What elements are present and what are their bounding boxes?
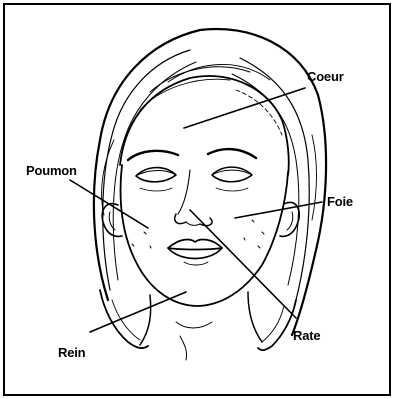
hair-strand [240, 58, 309, 300]
left-eye [136, 168, 176, 182]
hair-outline [94, 29, 326, 335]
label-rein: Rein [58, 345, 85, 360]
label-foie: Foie [327, 194, 353, 209]
neck [140, 295, 151, 345]
label-rate: Rate [293, 328, 320, 343]
leader-line-poumon [70, 180, 148, 228]
left-ear [102, 204, 122, 237]
label-poumon: Poumon [26, 163, 77, 178]
nose [178, 170, 190, 214]
mouth [168, 240, 222, 250]
leader-line-rein [90, 292, 186, 332]
right-eye [212, 167, 252, 182]
hair-strand [236, 90, 282, 135]
label-coeur: Coeur [307, 69, 344, 84]
leader-line-rate [190, 210, 296, 318]
right-eyebrow [208, 149, 256, 158]
hair-strand [312, 135, 317, 220]
hair-strand [140, 79, 230, 110]
hairline [120, 76, 289, 175]
left-eyebrow [128, 151, 178, 160]
